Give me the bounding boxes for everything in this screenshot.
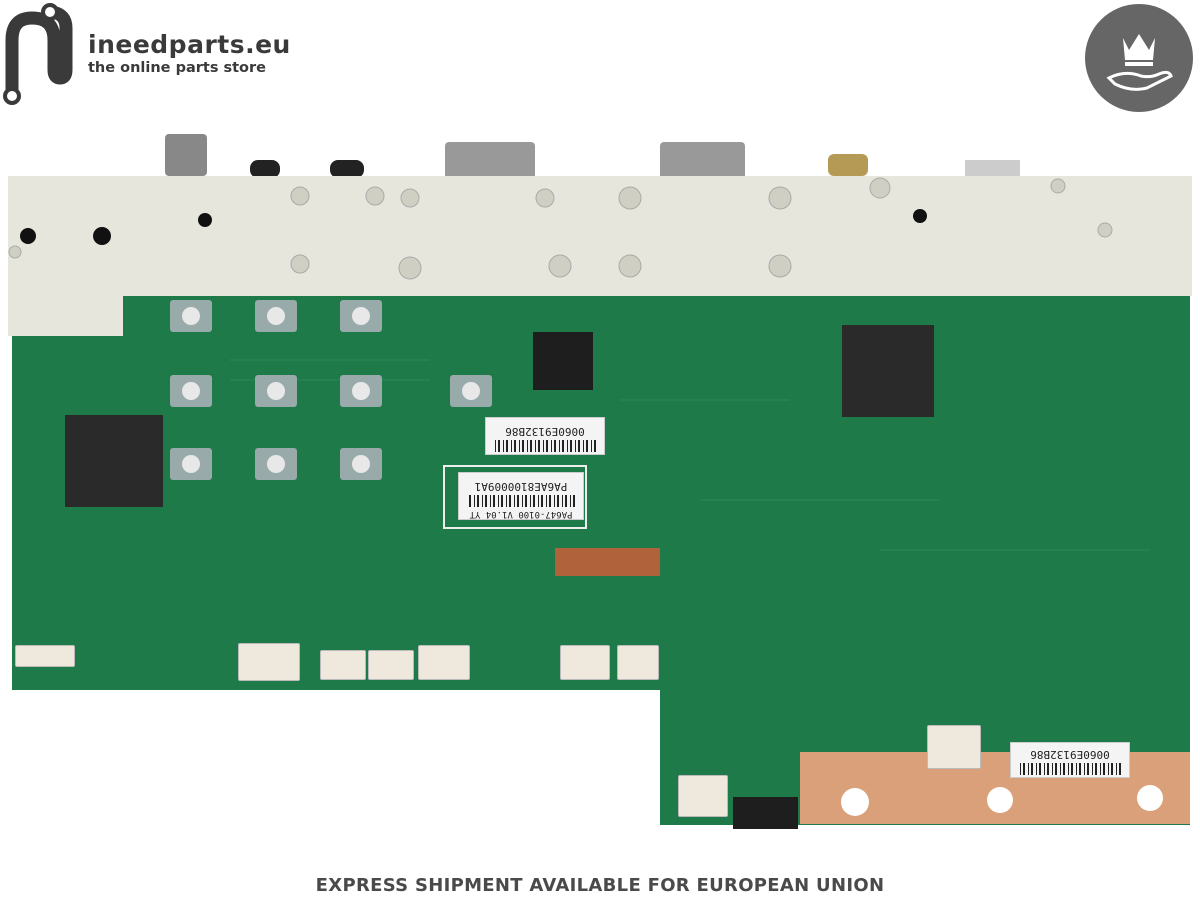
product-photo-pcb: 0060E9132B86 PA647-0100 V1.04 YT PA6AE81… [0, 120, 1200, 840]
barcode-label: PA647-0100 V1.04 YT PA6AE8100009A1 [458, 472, 584, 520]
logo-mark [3, 3, 73, 105]
brand-tagline: the online parts store [88, 60, 267, 76]
barcode-label: 0060E9132B86 [1010, 742, 1130, 778]
label-subtext: PA647-0100 V1.04 YT [469, 509, 573, 519]
quality-badge [1085, 4, 1193, 112]
label-text: PA6AE8100009A1 [474, 480, 568, 493]
brand-name: ineedparts.eu [88, 30, 291, 59]
label-text: 0060E9132B86 [1030, 748, 1110, 761]
shipping-banner: EXPRESS SHIPMENT AVAILABLE FOR EUROPEAN … [315, 875, 885, 896]
barcode-label: 0060E9132B86 [485, 417, 605, 455]
label-text: 0060E9132B86 [505, 425, 585, 438]
crown-hand-icon [1106, 34, 1173, 91]
